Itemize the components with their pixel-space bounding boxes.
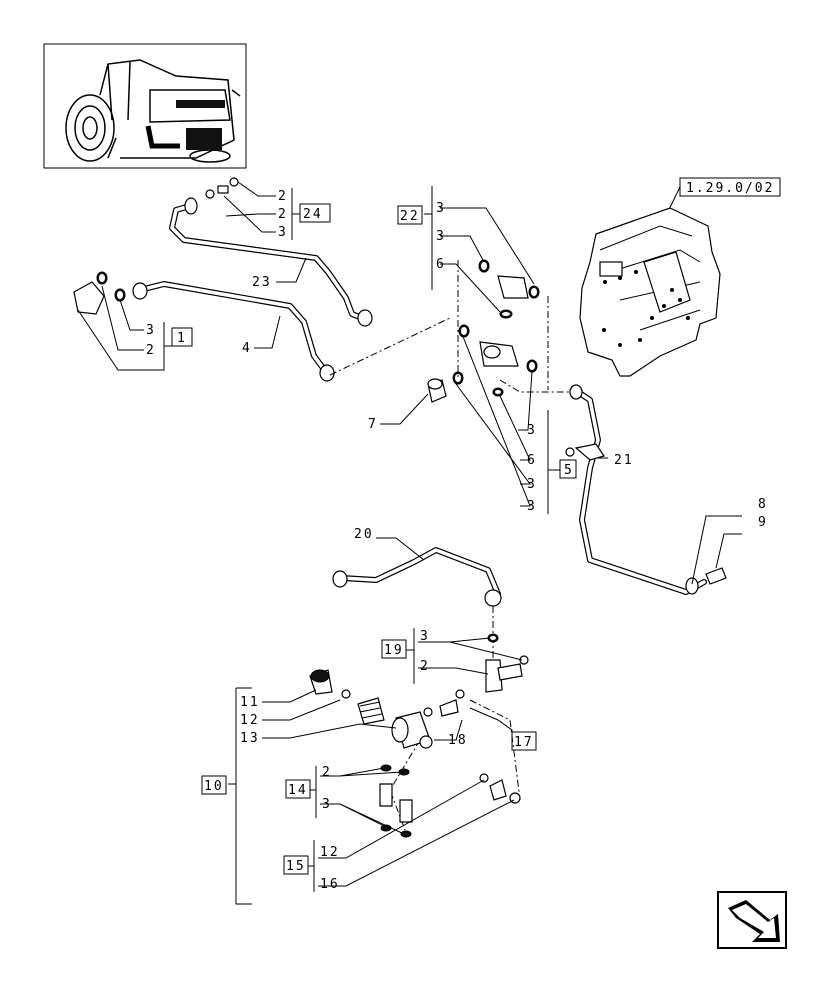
tee-fitting-center — [452, 324, 538, 397]
label-6: 6 — [527, 453, 537, 468]
label-14: 14 — [288, 783, 308, 798]
label-2: 2 — [322, 765, 332, 780]
label-10: 10 — [204, 779, 224, 794]
label-19: 19 — [384, 643, 404, 658]
label-4: 4 — [242, 341, 252, 356]
label-18: 18 — [448, 733, 468, 748]
label-7: 7 — [368, 417, 378, 432]
label-3: 3 — [436, 201, 446, 216]
pipe-8 — [565, 384, 727, 595]
label-3: 3 — [322, 797, 332, 812]
label-3: 3 — [146, 323, 156, 338]
pipe-20 — [332, 547, 502, 607]
label-21: 21 — [614, 453, 634, 468]
label-2: 2 — [278, 207, 288, 222]
label-5: 5 — [564, 463, 574, 478]
label-2: 2 — [278, 189, 288, 204]
reference-label: 1.29.0/02 — [686, 181, 774, 196]
tractor-thumbnail-icon — [43, 43, 247, 169]
pipe-4 — [73, 271, 335, 382]
fitting-15 — [479, 773, 521, 804]
label-22: 22 — [400, 209, 420, 224]
label-3: 3 — [527, 499, 537, 514]
label-2: 2 — [420, 659, 430, 674]
label-23: 23 — [252, 275, 272, 290]
label-15: 15 — [286, 859, 306, 874]
label-3: 3 — [278, 225, 288, 240]
label-24: 24 — [303, 207, 323, 222]
label-12: 12 — [240, 713, 260, 728]
label-16: 16 — [320, 877, 340, 892]
label-2: 2 — [146, 343, 156, 358]
fitting-14 — [379, 764, 413, 838]
label-8: 8 — [758, 497, 768, 512]
gearbox-housing: 1.29.0/02 — [579, 177, 781, 377]
label-3: 3 — [527, 423, 537, 438]
label-3: 3 — [420, 629, 430, 644]
valve-body-10 — [309, 669, 433, 749]
label-6: 6 — [436, 257, 446, 272]
label-1: 1 — [177, 331, 187, 346]
next-page-arrow-icon[interactable] — [717, 891, 787, 949]
label-11: 11 — [240, 695, 260, 710]
callout-labels: 2 3 2 24 23 4 3 2 1 22 3 3 6 7 3 6 3 3 5… — [146, 189, 768, 892]
label-3: 3 — [436, 229, 446, 244]
label-17: 17 — [514, 735, 534, 750]
tee-fitting-lower — [423, 633, 529, 717]
pipe-23 — [169, 177, 373, 327]
label-20: 20 — [354, 527, 374, 542]
label-13: 13 — [240, 731, 260, 746]
cap-7 — [427, 378, 447, 403]
tee-fitting-upper — [478, 259, 540, 319]
label-12: 12 — [320, 845, 340, 860]
label-3: 3 — [527, 477, 537, 492]
label-9: 9 — [758, 515, 768, 530]
